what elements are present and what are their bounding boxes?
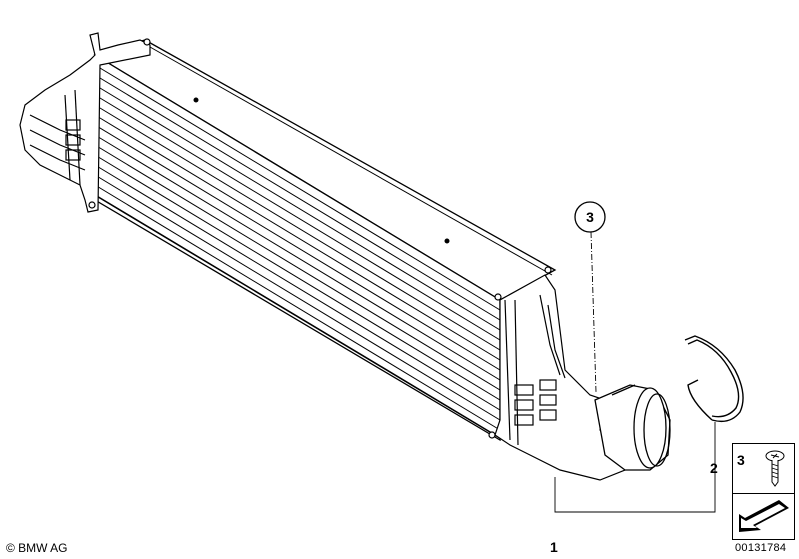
screw-icon [765, 450, 785, 487]
left-end-tank [19, 32, 151, 213]
callout-circle-3: 3 [574, 201, 606, 233]
circlip-ring [684, 335, 744, 423]
installation-direction-arrow-icon [739, 500, 789, 532]
callout-part-2: 2 [710, 460, 718, 476]
copyright-notice: © BMW AG [6, 541, 68, 555]
callout-circle-3-label: 3 [586, 209, 594, 225]
intercooler-core [93, 39, 557, 442]
callout-part-1: 1 [550, 539, 558, 555]
outlet-pipe [594, 384, 671, 471]
legend-divider [733, 493, 794, 494]
legend-box: 3 [732, 443, 795, 540]
right-end-tank [488, 266, 631, 481]
diagram-id: 00131784 [735, 542, 787, 554]
callout-leaders [554, 231, 716, 513]
legend-part-number: 3 [737, 452, 745, 468]
